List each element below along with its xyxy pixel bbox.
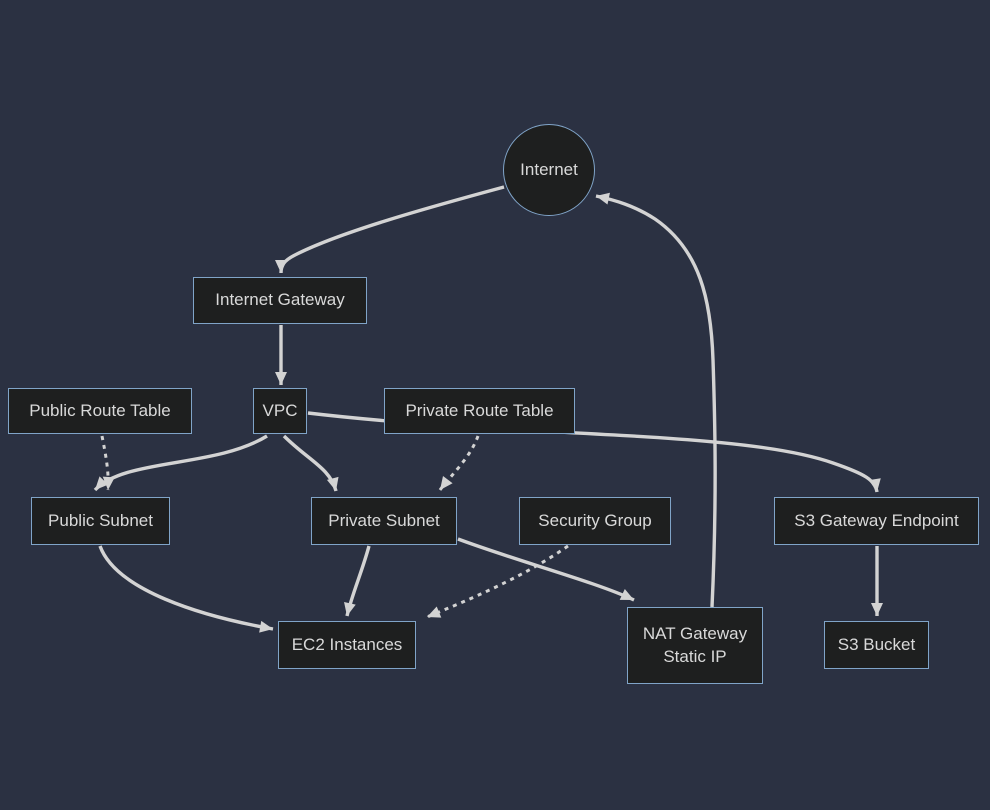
node-label-public-route-table: Public Route Table [29,400,171,420]
node-label-private-route-table: Private Route Table [405,400,554,420]
edge-public-subnet-to-ec2-instances [98,545,274,633]
node-ec2-instances: EC2 Instances [278,621,416,669]
node-label-internet: Internet [520,159,578,179]
node-label-s3-gateway-endpoint: S3 Gateway Endpoint [794,510,959,530]
node-label-private-subnet: Private Subnet [328,510,440,530]
node-vpc: VPC [253,388,307,434]
node-internet: Internet [503,124,595,216]
edge-nat-gateway-to-internet [595,192,717,608]
edge-private-subnet-to-nat-gateway [457,537,635,602]
node-label-internet-gateway: Internet Gateway [215,290,345,310]
edge-internet-to-internet-gateway [275,185,505,274]
edge-security-group-to-ec2-instances [426,544,569,619]
node-label-nat-gateway: NAT Gateway Static IP [642,623,748,666]
node-label-ec2-instances: EC2 Instances [291,634,403,654]
edge-public-route-table-to-public-subnet [100,435,115,491]
edge-vpc-to-private-subnet [282,434,339,492]
node-label-security-group: Security Group [538,510,652,530]
node-security-group: Security Group [519,497,671,545]
node-public-route-table: Public Route Table [8,388,192,434]
node-label-vpc: VPC [262,400,298,420]
node-label-s3-bucket: S3 Bucket [837,634,916,654]
edge-private-subnet-to-ec2-instances [344,545,371,617]
node-private-route-table: Private Route Table [384,388,575,434]
node-private-subnet: Private Subnet [311,497,457,545]
node-public-subnet: Public Subnet [31,497,170,545]
node-label-public-subnet: Public Subnet [48,510,153,530]
node-s3-bucket: S3 Bucket [824,621,929,669]
node-internet-gateway: Internet Gateway [193,277,367,324]
node-s3-gateway-endpoint: S3 Gateway Endpoint [774,497,979,545]
node-nat-gateway: NAT Gateway Static IP [627,607,763,684]
